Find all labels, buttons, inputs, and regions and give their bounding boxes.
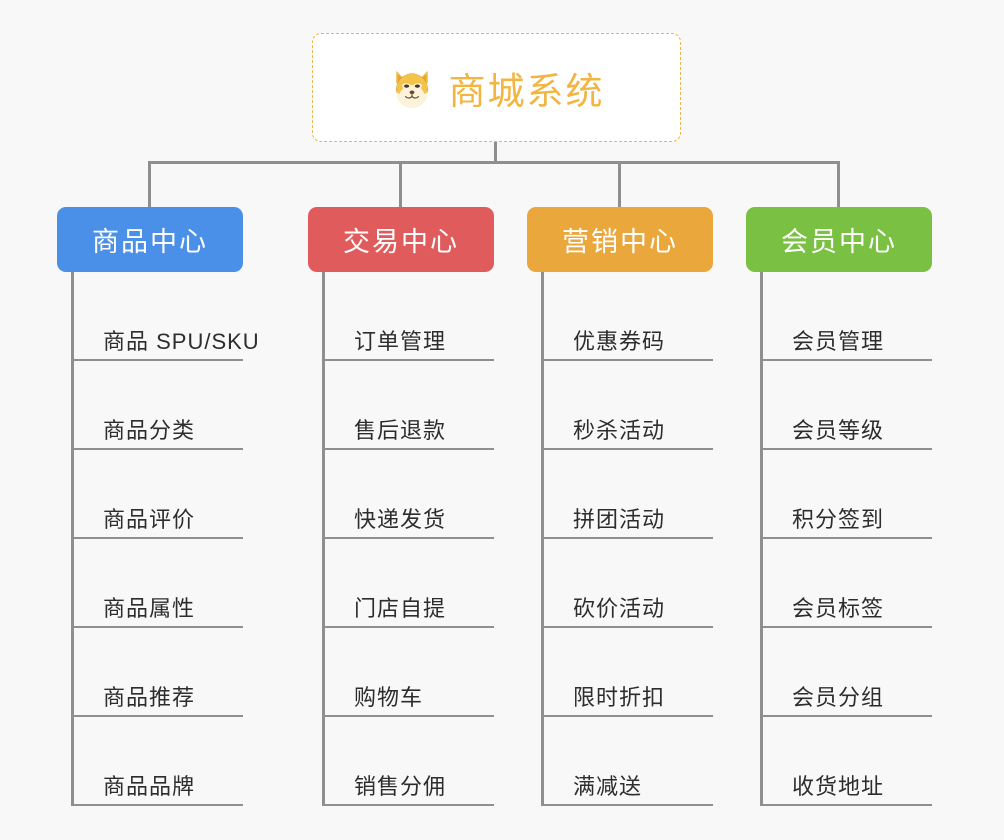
leaf-item[interactable]: 会员分组 bbox=[760, 628, 932, 717]
connector-drop-product-center bbox=[148, 161, 151, 208]
column-trade-center: 交易中心 订单管理 售后退款 快递发货 门店自提 购物车 销售分佣 bbox=[308, 207, 494, 806]
leaf-item-label: 会员管理 bbox=[792, 328, 885, 354]
leaf-item[interactable]: 积分签到 bbox=[760, 450, 932, 539]
leaf-item-label: 订单管理 bbox=[354, 328, 447, 354]
leaf-item[interactable]: 拼团活动 bbox=[541, 450, 713, 539]
leaf-item-label: 售后退款 bbox=[354, 417, 447, 443]
leaf-list-trade-center: 订单管理 售后退款 快递发货 门店自提 购物车 销售分佣 bbox=[308, 272, 494, 806]
leaf-item-label: 商品属性 bbox=[103, 595, 196, 621]
leaf-item-label: 商品评价 bbox=[103, 506, 196, 532]
category-label: 会员中心 bbox=[781, 227, 897, 257]
leaf-item[interactable]: 秒杀活动 bbox=[541, 361, 713, 450]
category-box-trade-center[interactable]: 交易中心 bbox=[308, 207, 494, 272]
leaf-spine bbox=[71, 272, 74, 806]
leaf-spine bbox=[322, 272, 325, 806]
category-label: 交易中心 bbox=[343, 227, 459, 257]
leaf-item-label: 秒杀活动 bbox=[573, 417, 666, 443]
leaf-item[interactable]: 满减送 bbox=[541, 717, 713, 806]
leaf-item-label: 门店自提 bbox=[354, 595, 447, 621]
leaf-item[interactable]: 门店自提 bbox=[322, 539, 494, 628]
leaf-item[interactable]: 商品属性 bbox=[71, 539, 243, 628]
leaf-item[interactable]: 快递发货 bbox=[322, 450, 494, 539]
dog-face-icon bbox=[389, 65, 435, 111]
root-node[interactable]: 商城系统 bbox=[312, 33, 681, 142]
leaf-item-label: 限时折扣 bbox=[573, 684, 666, 710]
leaf-spine bbox=[760, 272, 763, 806]
column-marketing-center: 营销中心 优惠券码 秒杀活动 拼团活动 砍价活动 限时折扣 满减送 bbox=[527, 207, 713, 806]
leaf-item-label: 商品 SPU/SKU bbox=[103, 328, 260, 354]
leaf-item[interactable]: 优惠券码 bbox=[541, 272, 713, 361]
leaf-item[interactable]: 砍价活动 bbox=[541, 539, 713, 628]
connector-drop-member-center bbox=[837, 161, 840, 208]
leaf-item-label: 商品品牌 bbox=[103, 773, 196, 799]
leaf-list-marketing-center: 优惠券码 秒杀活动 拼团活动 砍价活动 限时折扣 满减送 bbox=[527, 272, 713, 806]
leaf-spine bbox=[541, 272, 544, 806]
category-box-marketing-center[interactable]: 营销中心 bbox=[527, 207, 713, 272]
leaf-item-label: 商品推荐 bbox=[103, 684, 196, 710]
column-member-center: 会员中心 会员管理 会员等级 积分签到 会员标签 会员分组 收货地址 bbox=[746, 207, 932, 806]
leaf-item-label: 拼团活动 bbox=[573, 506, 666, 532]
leaf-item[interactable]: 商品推荐 bbox=[71, 628, 243, 717]
leaf-item[interactable]: 销售分佣 bbox=[322, 717, 494, 806]
connector-bus bbox=[150, 161, 838, 164]
leaf-item[interactable]: 订单管理 bbox=[322, 272, 494, 361]
connector-drop-trade-center bbox=[399, 161, 402, 208]
connector-drop-marketing-center bbox=[618, 161, 621, 208]
leaf-item-label: 购物车 bbox=[354, 684, 424, 710]
leaf-item[interactable]: 售后退款 bbox=[322, 361, 494, 450]
leaf-item-label: 会员分组 bbox=[792, 684, 885, 710]
leaf-item-label: 砍价活动 bbox=[573, 595, 666, 621]
leaf-item[interactable]: 限时折扣 bbox=[541, 628, 713, 717]
leaf-item-label: 快递发货 bbox=[354, 506, 447, 532]
leaf-item-label: 收货地址 bbox=[792, 773, 885, 799]
leaf-item[interactable]: 收货地址 bbox=[760, 717, 932, 806]
leaf-item-label: 销售分佣 bbox=[354, 773, 447, 799]
leaf-item[interactable]: 商品分类 bbox=[71, 361, 243, 450]
category-box-member-center[interactable]: 会员中心 bbox=[746, 207, 932, 272]
leaf-item[interactable]: 会员等级 bbox=[760, 361, 932, 450]
leaf-item[interactable]: 商品品牌 bbox=[71, 717, 243, 806]
leaf-item-label: 优惠券码 bbox=[573, 328, 666, 354]
connector-stem bbox=[494, 142, 497, 164]
leaf-item[interactable]: 商品 SPU/SKU bbox=[71, 272, 259, 361]
leaf-item[interactable]: 购物车 bbox=[322, 628, 494, 717]
leaf-item-label: 会员等级 bbox=[792, 417, 885, 443]
category-label: 营销中心 bbox=[562, 227, 678, 257]
leaf-item[interactable]: 会员标签 bbox=[760, 539, 932, 628]
category-box-product-center[interactable]: 商品中心 bbox=[57, 207, 243, 272]
category-label: 商品中心 bbox=[92, 227, 208, 257]
leaf-item[interactable]: 商品评价 bbox=[71, 450, 243, 539]
leaf-list-member-center: 会员管理 会员等级 积分签到 会员标签 会员分组 收货地址 bbox=[746, 272, 932, 806]
leaf-item-label: 积分签到 bbox=[792, 506, 885, 532]
leaf-item[interactable]: 会员管理 bbox=[760, 272, 932, 361]
leaf-item-label: 会员标签 bbox=[792, 595, 885, 621]
leaf-list-product-center: 商品 SPU/SKU 商品分类 商品评价 商品属性 商品推荐 商品品牌 bbox=[57, 272, 259, 806]
leaf-item-label: 满减送 bbox=[573, 773, 643, 799]
column-product-center: 商品中心 商品 SPU/SKU 商品分类 商品评价 商品属性 商品推荐 商品品牌 bbox=[57, 207, 259, 806]
root-title: 商城系统 bbox=[448, 70, 605, 112]
leaf-item-label: 商品分类 bbox=[103, 417, 196, 443]
